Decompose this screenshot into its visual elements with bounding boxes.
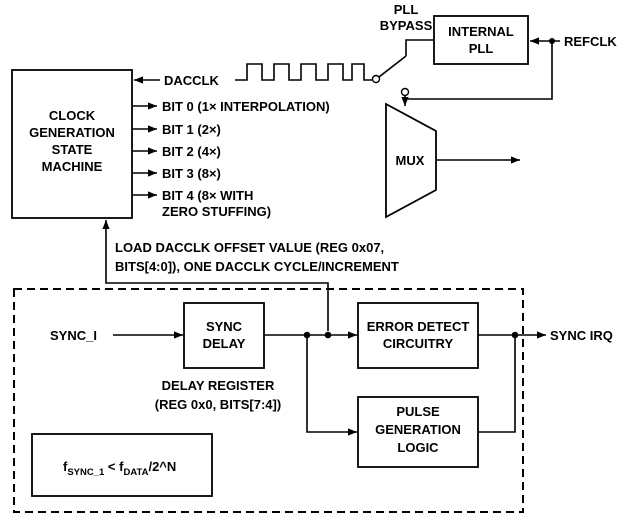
bit0-label: BIT 0 (1× INTERPOLATION)	[162, 99, 330, 114]
clock-gen-line2: GENERATION	[29, 125, 115, 140]
clock-gen-line3: STATE	[52, 142, 93, 157]
switch-contact-bottom	[400, 87, 410, 97]
pulse-gen-line3: LOGIC	[397, 440, 439, 455]
to-pulse-generation-arrow	[306, 335, 357, 436]
pll-output-line	[405, 39, 434, 56]
internal-pll-line2: PLL	[469, 41, 494, 56]
dacclk-waveform	[235, 63, 372, 81]
delay-register-line1: DELAY REGISTER	[162, 378, 275, 393]
bit3-label: BIT 3 (8×)	[162, 166, 221, 181]
pulse-gen-feedback-line	[478, 335, 516, 433]
error-detect-line2: CIRCUITRY	[383, 336, 454, 351]
sync-delay-box	[183, 302, 265, 369]
refclk-label: REFCLK	[564, 34, 617, 49]
sync-delay-line1: SYNC	[206, 319, 243, 334]
internal-pll-line1: INTERNAL	[448, 24, 514, 39]
formula-sub2: DATA	[123, 467, 148, 478]
error-detect-box	[357, 302, 479, 369]
internal-pll-box	[433, 15, 529, 65]
load-offset-line2: BITS[4:0]), ONE DACCLK CYCLE/INCREMENT	[115, 259, 399, 274]
bit1-label: BIT 1 (2×)	[162, 122, 221, 137]
error-detect-line1: ERROR DETECT	[367, 319, 470, 334]
sync-delay-line2: DELAY	[203, 336, 246, 351]
bit4-label-line1: BIT 4 (8× WITH	[162, 188, 253, 203]
switch-contact-left	[371, 74, 381, 84]
clock-gen-line1: CLOCK	[49, 108, 96, 123]
formula-f1: f	[63, 459, 68, 474]
pulse-gen-line2: GENERATION	[375, 422, 461, 437]
mux-trapezoid	[385, 102, 437, 219]
mux-label: MUX	[396, 153, 425, 168]
pll-bypass-line1: PLL	[394, 2, 419, 17]
clock-gen-line4: MACHINE	[42, 159, 103, 174]
refclk-to-switch-line	[405, 41, 553, 100]
formula-box	[31, 433, 213, 497]
bit2-label: BIT 2 (4×)	[162, 144, 221, 159]
pll-bypass-line2: BYPASS	[380, 18, 433, 33]
formula-tail: /2^N	[148, 459, 176, 474]
delay-output-junction-b	[324, 331, 332, 339]
pulse-generation-box	[357, 396, 479, 468]
load-offset-feedback-arrow	[102, 220, 329, 331]
sync-i-label: SYNC_I	[50, 328, 97, 343]
bypass-switch-blade	[378, 55, 407, 78]
dacclk-label: DACCLK	[164, 73, 219, 88]
pulse-gen-line1: PULSE	[396, 404, 440, 419]
sync-region-dashed-border	[13, 288, 524, 513]
formula-lt: < f	[104, 459, 124, 474]
delay-register-line2: (REG 0x0, BITS[7:4])	[155, 397, 281, 412]
formula-text: fSYNC_1 < fDATA/2^N	[63, 459, 176, 478]
formula-sub1: SYNC_1	[67, 467, 105, 478]
clock-generation-box	[11, 69, 133, 219]
bit4-label-line2: ZERO STUFFING)	[162, 204, 271, 219]
load-offset-line1: LOAD DACCLK OFFSET VALUE (REG 0x07,	[115, 240, 384, 255]
sync-irq-label: SYNC IRQ	[550, 328, 613, 343]
